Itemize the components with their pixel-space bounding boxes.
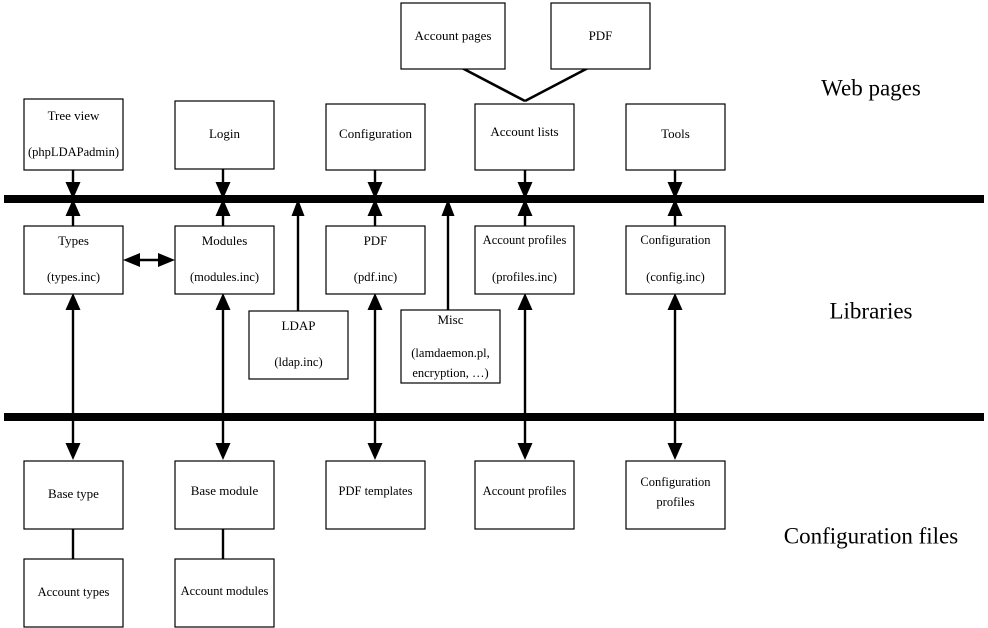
node-login[interactable]: Login	[174, 100, 275, 170]
node-misc-lib-sublabel-1: (lamdaemon.pl,	[411, 346, 489, 360]
node-misc-lib-label: Misc	[438, 312, 464, 327]
node-base-module-label: Base module	[191, 483, 259, 498]
connector-types-lib-to-upper-bus	[65, 199, 81, 226]
node-ldap-lib-sublabel: (ldap.inc)	[274, 355, 322, 369]
node-account-types[interactable]: Account types	[23, 558, 124, 628]
node-account-pages[interactable]: Account pages	[400, 2, 506, 70]
node-pdf-lib-label: PDF	[364, 233, 388, 248]
node-tools-web-label: Tools	[661, 126, 690, 141]
connector-tree-view-to-upper-bus	[65, 170, 81, 199]
node-account-profiles-file[interactable]: Account profiles	[474, 460, 575, 530]
node-configuration-profiles-label-2: profiles	[656, 495, 694, 509]
node-configuration-profiles-label-1: Configuration	[640, 475, 711, 489]
node-ldap-lib-label: LDAP	[282, 318, 316, 333]
connector-ldap-lib-to-upper-bus	[291, 199, 305, 311]
connector-tools-web-to-upper-bus	[667, 170, 683, 199]
connector-account-lists-to-upper-bus	[517, 170, 533, 199]
connector-lower-bus-to-base-module	[215, 417, 231, 460]
node-base-type-label: Base type	[48, 486, 99, 501]
node-configuration-profiles[interactable]: Configuration profiles	[625, 460, 726, 530]
node-pdf-top-label: PDF	[589, 28, 613, 43]
zone-label-libraries: Libraries	[829, 298, 912, 323]
connector-lower-bus-to-configuration-lib	[667, 293, 683, 417]
connector-lower-bus-to-modules-lib	[215, 293, 231, 417]
connectors-layer	[65, 66, 683, 559]
node-configuration-lib-sublabel: (config.inc)	[646, 270, 705, 284]
node-account-profiles-lib[interactable]: Account profiles (profiles.inc)	[474, 225, 575, 295]
node-modules-lib[interactable]: Modules (modules.inc)	[174, 225, 275, 295]
node-misc-lib[interactable]: Misc (lamdaemon.pl, encryption, …)	[400, 309, 501, 384]
node-types-lib-sublabel: (types.inc)	[47, 270, 100, 284]
node-modules-lib-sublabel: (modules.inc)	[190, 270, 259, 284]
connector-types-modules-bidirectional	[123, 253, 175, 267]
nodes-layer: Account pages PDF Tree view (phpLDAPadmi…	[23, 2, 726, 628]
connector-pdf-top-to-account-lists	[524, 66, 589, 103]
node-tree-view[interactable]: Tree view (phpLDAPadmin)	[23, 98, 124, 171]
node-tree-view-sublabel: (phpLDAPadmin)	[28, 145, 119, 159]
connector-pdf-lib-to-upper-bus	[367, 199, 383, 226]
node-ldap-lib[interactable]: LDAP (ldap.inc)	[248, 310, 349, 380]
connector-account-pages-to-account-lists	[461, 66, 526, 103]
node-tools-web[interactable]: Tools	[625, 103, 726, 171]
node-account-profiles-lib-sublabel: (profiles.inc)	[492, 270, 557, 284]
lower-bus-bar	[4, 413, 984, 421]
node-base-type[interactable]: Base type	[23, 460, 124, 530]
zone-labels-layer: Web pages Libraries Configuration files	[784, 75, 958, 548]
connector-configuration-lib-to-upper-bus	[667, 199, 683, 226]
node-pdf-templates-label: PDF templates	[339, 484, 413, 498]
connector-lower-bus-to-account-profiles-lib	[517, 293, 533, 417]
node-account-profiles-file-label: Account profiles	[483, 484, 567, 498]
connector-account-profiles-lib-to-upper-bus	[517, 199, 533, 226]
zone-label-configuration-files: Configuration files	[784, 523, 958, 548]
connector-lower-bus-to-types-lib	[65, 293, 81, 417]
connector-lower-bus-to-pdf-lib	[367, 293, 383, 417]
connector-lower-bus-to-account-profiles-file	[517, 417, 533, 460]
node-types-lib[interactable]: Types (types.inc)	[23, 225, 124, 295]
node-account-lists[interactable]: Account lists	[474, 103, 575, 171]
connector-lower-bus-to-base-type	[65, 417, 81, 460]
zone-label-web-pages: Web pages	[821, 75, 921, 100]
connector-misc-lib-to-upper-bus	[441, 199, 455, 310]
node-misc-lib-sublabel-2: encryption, …)	[412, 366, 488, 380]
node-pdf-top[interactable]: PDF	[550, 2, 651, 70]
node-configuration-web-label: Configuration	[339, 126, 412, 141]
node-modules-lib-label: Modules	[202, 233, 248, 248]
node-types-lib-label: Types	[58, 233, 89, 248]
connector-modules-lib-to-upper-bus	[215, 199, 231, 226]
node-configuration-lib[interactable]: Configuration (config.inc)	[625, 225, 726, 295]
node-login-label: Login	[209, 126, 241, 141]
connector-login-to-upper-bus	[215, 169, 231, 199]
node-pdf-lib-sublabel: (pdf.inc)	[354, 270, 397, 284]
node-pdf-lib[interactable]: PDF (pdf.inc)	[325, 225, 426, 295]
node-pdf-templates[interactable]: PDF templates	[325, 460, 426, 530]
connector-lower-bus-to-pdf-templates	[367, 417, 383, 460]
connector-configuration-web-to-upper-bus	[367, 170, 383, 199]
node-configuration-web[interactable]: Configuration	[325, 103, 426, 171]
node-account-pages-label: Account pages	[415, 28, 492, 43]
node-tree-view-label: Tree view	[48, 108, 100, 123]
node-account-lists-label: Account lists	[490, 124, 558, 139]
node-account-modules[interactable]: Account modules	[174, 558, 275, 628]
node-configuration-lib-label: Configuration	[640, 233, 711, 247]
node-account-types-label: Account types	[38, 585, 110, 599]
node-base-module[interactable]: Base module	[174, 460, 275, 530]
node-account-modules-label: Account modules	[181, 584, 269, 598]
connector-lower-bus-to-configuration-profiles	[667, 417, 683, 460]
node-account-profiles-lib-label: Account profiles	[483, 233, 567, 247]
upper-bus-bar	[4, 195, 984, 203]
